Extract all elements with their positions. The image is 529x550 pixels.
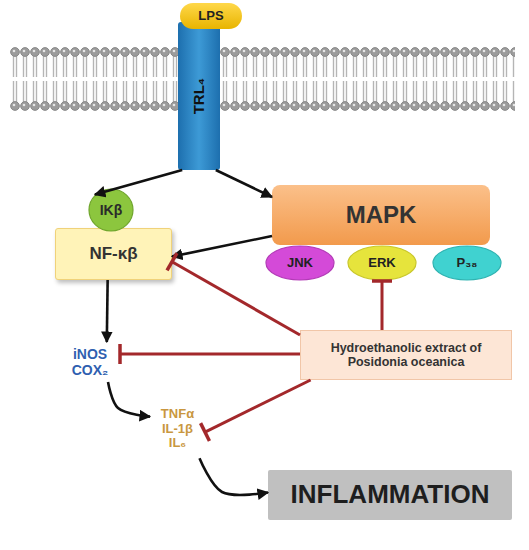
inhibition-bar: [372, 279, 392, 283]
inhibition-connector: [167, 253, 300, 335]
receptor-bar: TRL₄: [178, 22, 220, 170]
protein-circle: IKβ: [88, 188, 134, 232]
inhibition-connector: [120, 344, 300, 364]
connector-line: [216, 170, 272, 197]
connector-line: [200, 458, 269, 495]
activation-arrow: [106, 280, 108, 342]
connector-line: [205, 380, 311, 432]
activation-arrow: [172, 236, 272, 257]
inhibition-connector: [201, 380, 311, 441]
inhibition-bar: [201, 423, 210, 441]
kinase-ellipse: ERK: [347, 245, 417, 281]
connector-line: [108, 382, 150, 417]
ellipse-shape: [433, 246, 501, 280]
node-label: TNFα: [161, 407, 194, 422]
activation-arrow: [216, 170, 272, 197]
node-label: MAPK: [346, 201, 417, 229]
node-label: INFLAMMATION: [291, 480, 490, 510]
activation-arrow: [200, 458, 269, 495]
activation-arrow: [95, 170, 182, 195]
ligand-box: LPS: [180, 3, 242, 29]
outcome-box: INFLAMMATION: [268, 470, 512, 520]
node-label: IKβ: [100, 202, 123, 218]
node-label: JNK: [287, 256, 313, 271]
inhibition-bar: [118, 344, 122, 364]
connector-line: [95, 170, 182, 195]
connector-line: [172, 236, 272, 257]
node-label: Hydroethanolic extract of Posidonia ocea…: [323, 341, 489, 370]
node-label: TRL₄: [190, 78, 207, 114]
node-label: COX₂: [72, 362, 109, 378]
activation-arrow: [108, 382, 150, 417]
cytokine-label: TNFαIL-1βIL₆: [150, 398, 205, 460]
enzyme-label: iNOSCOX₂: [60, 342, 120, 382]
kinase-ellipse: JNK: [265, 245, 335, 281]
extract-box: Hydroethanolic extract of Posidonia ocea…: [300, 330, 512, 380]
pathway-box: MAPK: [272, 185, 490, 245]
node-label: iNOS: [73, 346, 107, 362]
ellipse-shape: [89, 189, 133, 231]
connector-line: [120, 353, 300, 356]
ellipse-shape: [266, 246, 334, 280]
ellipse-shape: [348, 246, 416, 280]
node-label: NF-κβ: [89, 244, 137, 264]
inhibition-connector: [372, 281, 392, 330]
node-label: IL-1β: [162, 422, 193, 437]
connector-line: [172, 262, 300, 335]
inhibition-bar: [167, 253, 177, 270]
node-label: ERK: [368, 256, 395, 271]
connector-line: [106, 280, 109, 342]
connector-line: [381, 281, 384, 330]
kinase-ellipse: P₃₈: [432, 245, 502, 281]
complex-box: NF-κβ: [55, 228, 172, 280]
node-label: LPS: [198, 9, 223, 24]
node-label: P₃₈: [457, 256, 478, 271]
lipid-bilayer: [10, 46, 515, 112]
node-label: IL₆: [169, 436, 186, 451]
